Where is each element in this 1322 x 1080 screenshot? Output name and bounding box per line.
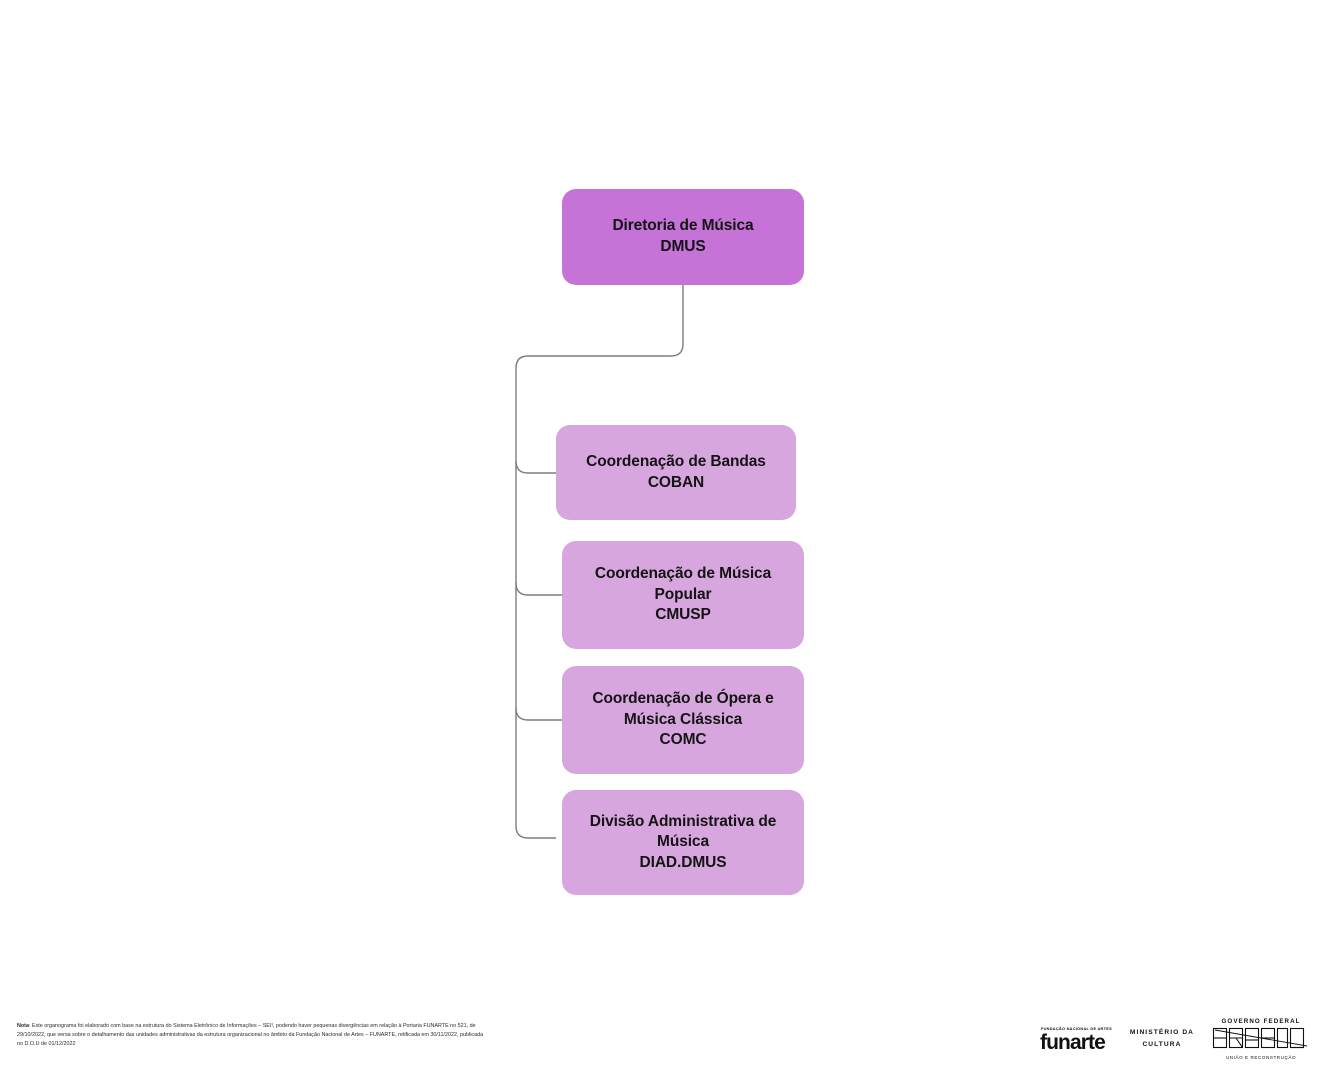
government-logo-bottom: UNIÃO E RECONSTRUÇÃO: [1225, 1055, 1297, 1060]
org-node-diad-dmus[interactable]: Divisão Administrativa de Música DIAD.DM…: [562, 790, 804, 895]
org-node-cmusp[interactable]: Coordenação de Música Popular CMUSP: [562, 541, 804, 649]
connector-branch-cmusp: [515, 582, 562, 596]
connector-branch-comc: [515, 707, 562, 721]
government-logo: GOVERNO FEDERAL: [1212, 1018, 1310, 1060]
org-node-diad-dmus-label: Divisão Administrativa de Música DIAD.DM…: [589, 812, 777, 871]
logo-bar: FUNDAÇÃO NACIONAL DE ARTES funarte MINIS…: [1040, 1008, 1322, 1070]
footnote-text: : Este organograma foi elaborado com bas…: [17, 1023, 484, 1047]
government-logo-top: GOVERNO FEDERAL: [1221, 1018, 1301, 1025]
funarte-logo: FUNDAÇÃO NACIONAL DE ARTES funarte: [1040, 1026, 1112, 1053]
funarte-logo-wordmark: funarte: [1040, 1030, 1106, 1054]
footnote-note: Nota: Este organograma foi elaborado com…: [17, 1022, 487, 1048]
brasil-wordmark-icon: [1212, 1027, 1310, 1054]
org-node-dmus[interactable]: Diretoria de Música DMUS: [562, 189, 804, 285]
footnote-label: Nota: [17, 1023, 29, 1029]
ministry-logo-line1: MINISTÉRIO DA: [1129, 1029, 1195, 1037]
org-node-dmus-label: Diretoria de Música DMUS: [612, 217, 754, 255]
org-node-coban[interactable]: Coordenação de Bandas COBAN: [556, 425, 796, 520]
ministry-of-culture-logo: MINISTÉRIO DA CULTURA: [1130, 1027, 1194, 1050]
org-node-comc-label: Coordenação de Ópera e Música Clássica C…: [592, 690, 774, 749]
ministry-logo-line2: CULTURA: [1142, 1041, 1182, 1048]
funarte-logo-tagline: FUNDAÇÃO NACIONAL DE ARTES: [1041, 1025, 1112, 1031]
connector-branch-coban: [515, 460, 556, 474]
org-node-cmusp-label: Coordenação de Música Popular CMUSP: [594, 565, 772, 624]
org-node-comc[interactable]: Coordenação de Ópera e Música Clássica C…: [562, 666, 804, 774]
org-node-coban-label: Coordenação de Bandas COBAN: [586, 452, 766, 491]
